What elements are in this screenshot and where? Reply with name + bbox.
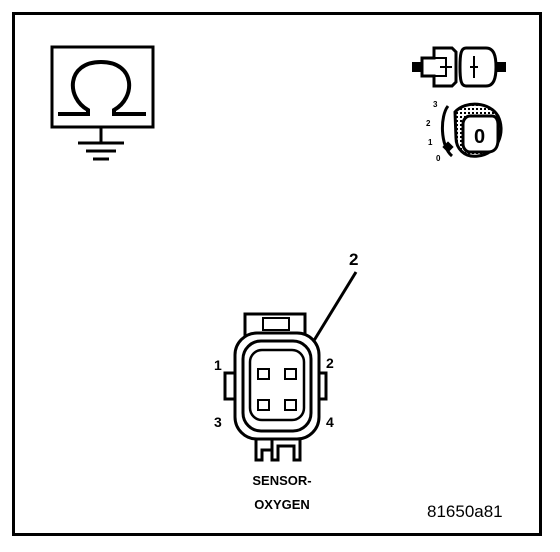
pin-label-1: 1	[214, 357, 222, 373]
ignition-key-label: 0	[474, 126, 485, 148]
cavity-2	[284, 368, 297, 380]
cavity-4	[284, 399, 297, 411]
diagram-frame	[12, 12, 542, 536]
ignition-position-0: 0	[436, 154, 441, 163]
figure-id: 81650a81	[427, 502, 503, 521]
ignition-position-3: 3	[433, 100, 438, 109]
callout-label: 2	[349, 250, 358, 269]
component-name-line1: SENSOR-	[252, 473, 311, 488]
cavity-1	[257, 368, 270, 380]
ignition-position-2: 2	[426, 119, 431, 128]
ohm-icon	[50, 45, 155, 161]
ignition-position-1: 1	[428, 138, 433, 147]
component-name-line2: OXYGEN	[254, 497, 310, 512]
pin-label-4: 4	[326, 414, 334, 430]
pin-label-3: 3	[214, 414, 222, 430]
connector-icon	[412, 46, 506, 88]
pin-label-2: 2	[326, 355, 334, 371]
cavity-3	[257, 399, 270, 411]
ignition-key-icon: 3 2 1 0 0	[426, 100, 503, 163]
connector-face	[223, 312, 328, 462]
